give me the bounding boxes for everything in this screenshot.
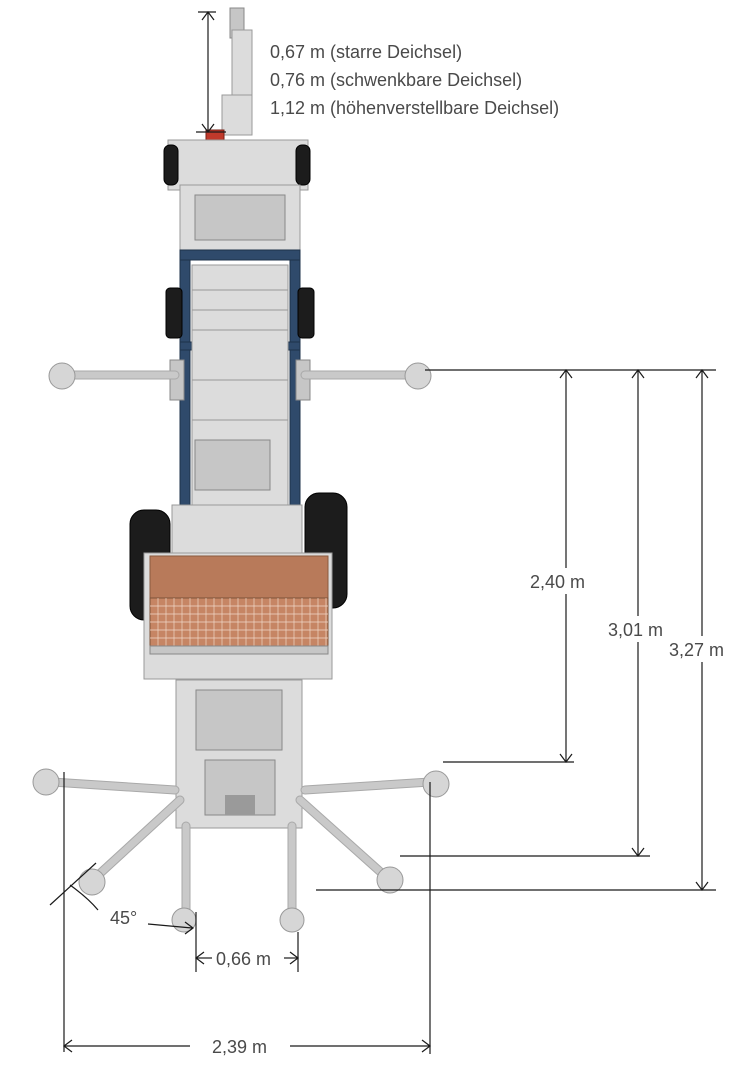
- dimension-label-2-40: 2,40 m: [530, 572, 585, 592]
- angle-label: 45°: [110, 908, 137, 928]
- angle-indicator: [49, 772, 194, 1052]
- dimension-label-3-27: 3,27 m: [669, 640, 724, 660]
- label-bg: [666, 636, 742, 662]
- drawbar-dimension-line: [196, 11, 226, 133]
- machine-top-view: [32, 7, 450, 933]
- platform: [143, 552, 333, 680]
- dimension-label-0-66: 0,66 m: [216, 949, 271, 969]
- dimension-0-66: [195, 912, 299, 972]
- rear-chassis: [175, 679, 303, 829]
- upper-outriggers: [48, 362, 432, 390]
- drawbar-label-height-adjustable: 1,12 m (höhenverstellbare Deichsel): [270, 98, 559, 118]
- label-bg: [524, 568, 610, 594]
- dimension-3-27: [316, 369, 716, 891]
- dimension-2-39: [63, 782, 431, 1054]
- dimension-label-2-39: 2,39 m: [212, 1037, 267, 1057]
- front-chassis: [163, 139, 311, 251]
- drawbar-label-rigid: 0,67 m (starre Deichsel): [270, 42, 462, 62]
- drawbar-label-swivel: 0,76 m (schwenkbare Deichsel): [270, 70, 522, 90]
- dimension-2-40: [443, 369, 574, 763]
- dimension-label-3-01: 3,01 m: [608, 620, 663, 640]
- drawbar: [205, 7, 253, 145]
- mast: [165, 249, 315, 511]
- dimension-3-01: [400, 369, 650, 857]
- lower-outriggers: [32, 768, 450, 933]
